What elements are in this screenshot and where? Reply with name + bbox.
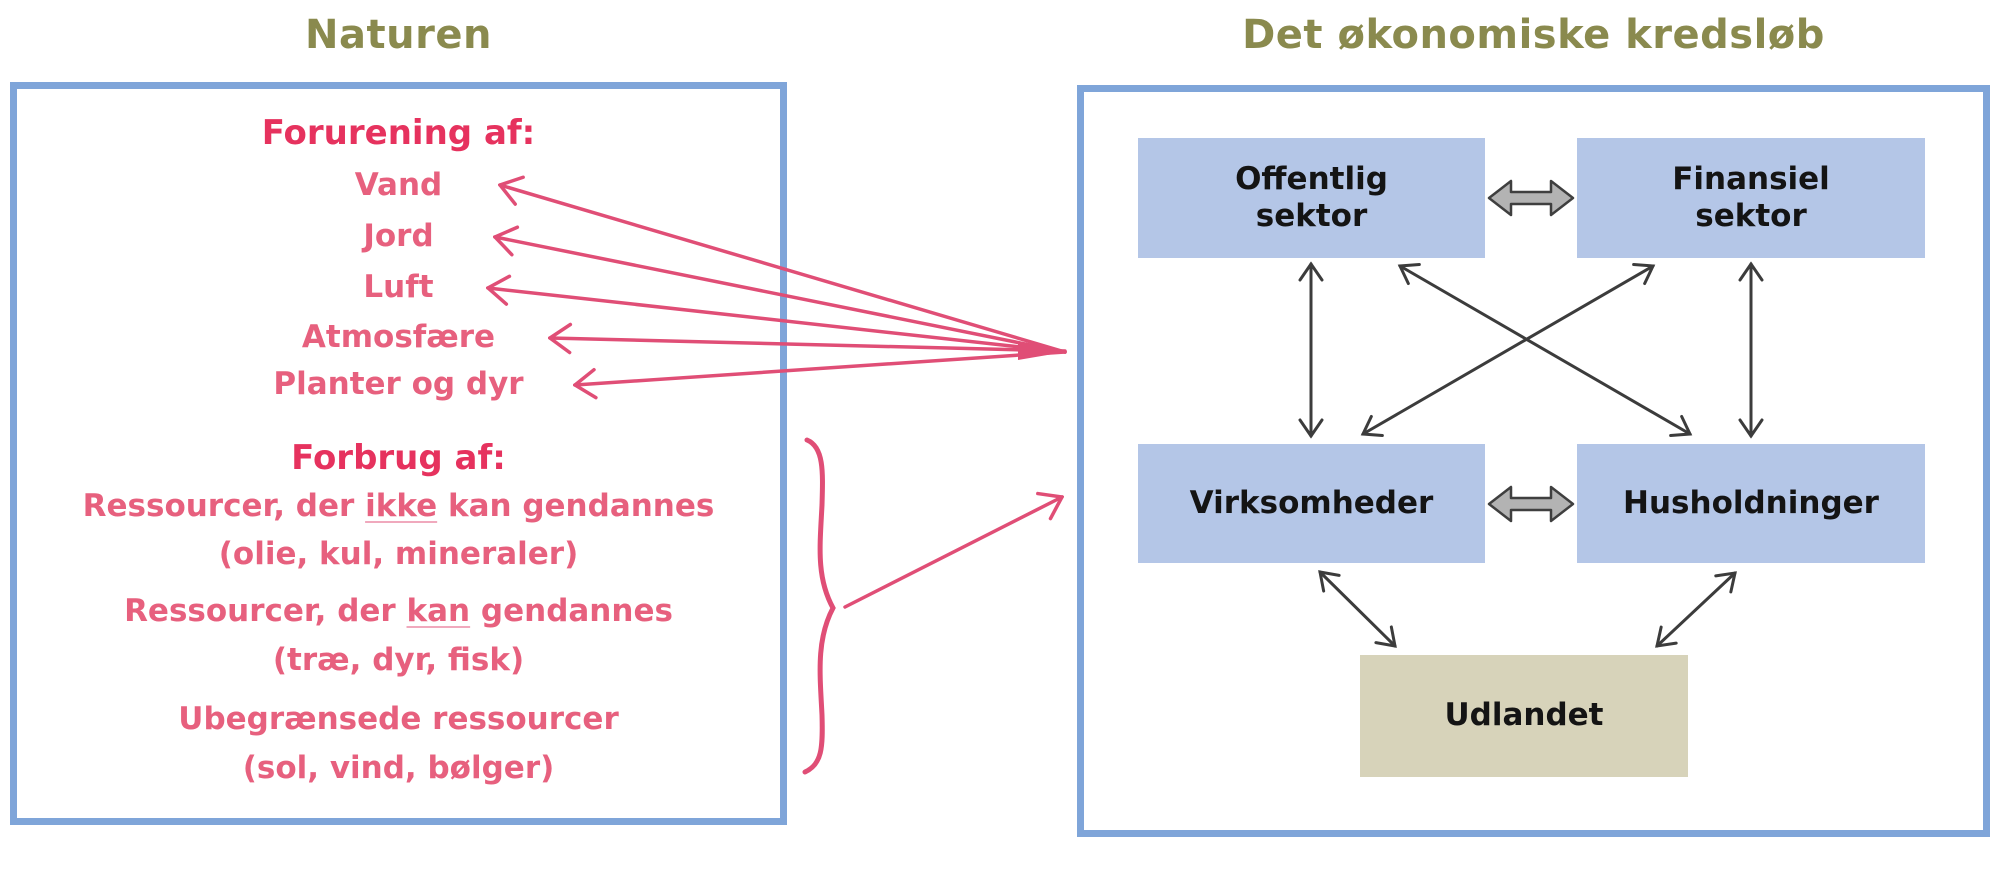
consumption-item-unlimited-examples: (sol, vind, bølger) (242, 750, 555, 786)
consumption-item-nonrenewable: Ressourcer, der ikke kan gendannes (10, 488, 787, 524)
node-offentlig-sektor: Offentlig sektor (1138, 138, 1485, 258)
node-udlandet: Udlandet (1360, 655, 1688, 777)
underlined-word: kan (406, 593, 471, 629)
pollution-item-jord: Jord (363, 218, 434, 254)
consumption-arrow (843, 497, 1062, 609)
consumption-item-unlimited: Ubegrænsede ressourcer (10, 701, 787, 737)
node-finansiel-sektor: Finansiel sektor (1577, 138, 1925, 258)
consumption-brace (802, 437, 836, 775)
node-label: Offentlig sektor (1235, 160, 1388, 234)
consumption-item-renewable-examples: (træ, dyr, fisk) (272, 642, 525, 678)
consumption-item-renewable: Ressourcer, der kan gendannes (10, 593, 787, 629)
pollution-item-vand: Vand (354, 167, 443, 203)
arrow-bundle-tip (1018, 341, 1065, 360)
consumption-item-text: gendannes (470, 593, 673, 629)
consumption-item-text: Ubegrænsede ressourcer (178, 701, 619, 737)
consumption-item-text: Ressourcer, der (124, 593, 407, 629)
nature-title: Naturen (305, 12, 492, 58)
underlined-word: ikke (365, 488, 438, 524)
node-label: Finansiel sektor (1672, 160, 1830, 234)
pollution-item-planter-og-dyr: Planter og dyr (273, 366, 524, 402)
consumption-item-nonrenewable-examples: (olie, kul, mineraler) (218, 536, 579, 572)
node-virksomheder: Virksomheder (1138, 444, 1485, 563)
consumption-item-text: Ressourcer, der (82, 488, 366, 524)
consumption-item-text: kan gendannes (437, 488, 715, 524)
economic-cycle-title: Det økonomiske kredsløb (1242, 12, 1825, 58)
node-label: Husholdninger (1623, 484, 1879, 521)
consumption-header: Forbrug af: (291, 438, 506, 478)
node-label: Udlandet (1444, 697, 1604, 734)
pollution-item-luft: Luft (363, 269, 434, 305)
node-husholdninger: Husholdninger (1577, 444, 1925, 563)
node-label: Virksomheder (1189, 484, 1434, 521)
pollution-item-atmosfaere: Atmosfære (301, 319, 496, 355)
pollution-header: Forurening af: (261, 113, 536, 153)
